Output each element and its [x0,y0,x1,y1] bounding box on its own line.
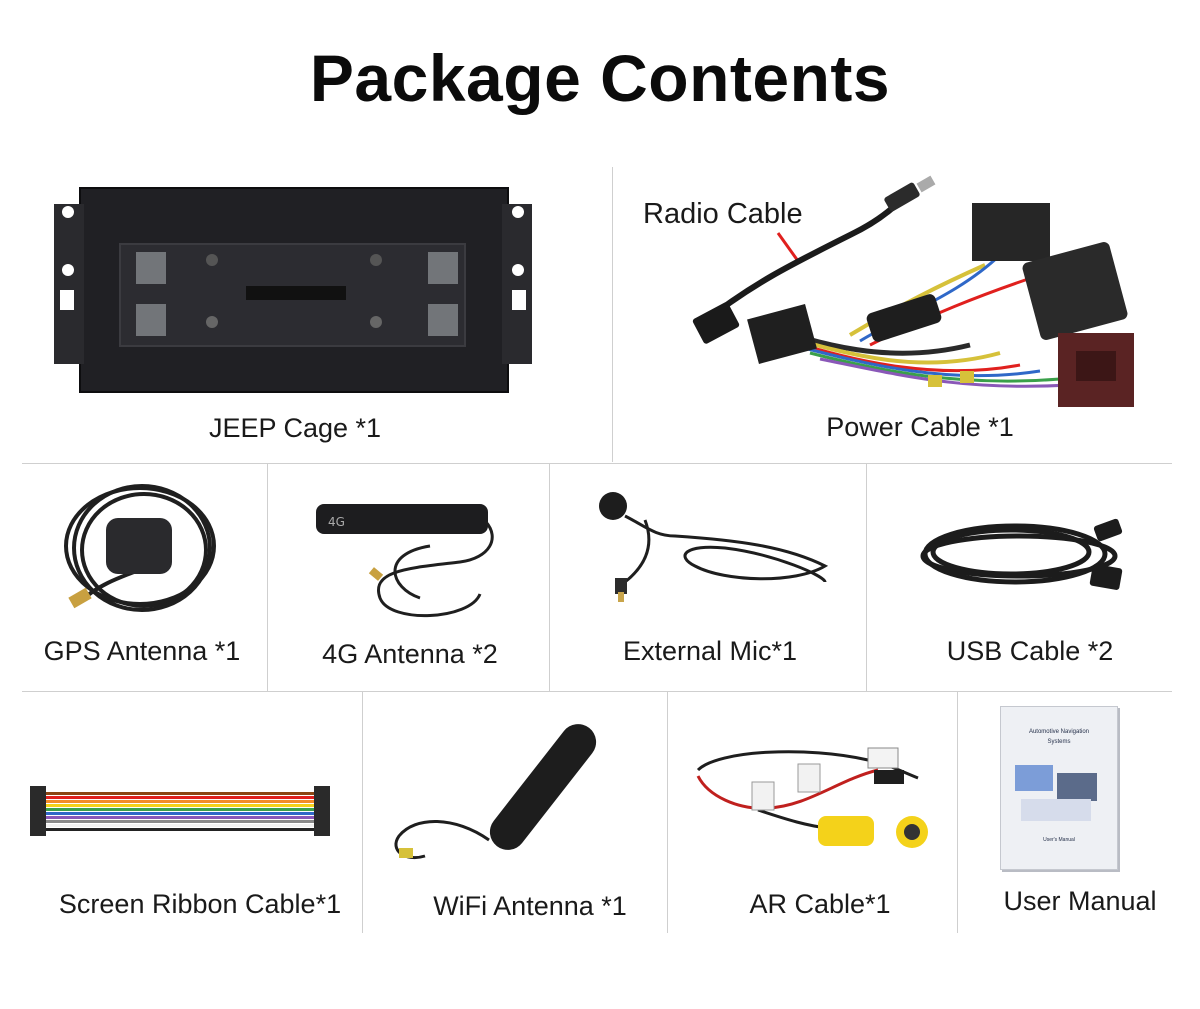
jeep-cage-label: JEEP Cage *1 [208,413,382,443]
usb-cable-label: USB Cable *2 [946,636,1114,666]
divider [612,167,613,462]
power-cable-label: Power Cable *1 [826,412,1014,442]
user-manual-label: User Manual [1003,886,1157,916]
divider [22,463,1172,464]
screen-ribbon-cable-image [30,780,330,840]
divider [267,463,268,691]
screen-ribbon-cable-label: Screen Ribbon Cable*1 [58,889,342,919]
external-mic-label: External Mic*1 [622,636,798,666]
divider [957,691,958,933]
radio-cable-callout: Radio Cable [643,198,803,230]
gps-antenna-image [60,482,220,622]
divider [866,463,867,691]
wifi-antenna-label: WiFi Antenna *1 [433,891,627,921]
4g-antenna-label: 4G Antenna *2 [322,639,498,669]
4g-antenna-image: 4G [310,498,510,628]
external-mic-image [585,486,845,606]
manual-title-1: Automotive Navigation [1028,729,1090,735]
power-cable-image [640,175,1160,420]
user-manual-image: Automotive Navigation Systems User's Man… [1000,706,1118,870]
divider [549,463,550,691]
manual-footer: User's Manual [1043,837,1075,843]
ar-cable-label: AR Cable*1 [749,889,891,919]
jeep-cage-image [50,186,535,396]
ar-cable-image [688,740,948,860]
divider [667,691,668,933]
gps-antenna-label: GPS Antenna *1 [43,636,241,666]
wifi-antenna-image [385,716,635,876]
divider [362,691,363,933]
page-title: Package Contents [309,41,891,115]
divider [22,691,1172,692]
usb-cable-image [915,508,1135,598]
4g-antenna-text: 4G [328,515,345,529]
manual-title-2: Systems [1047,739,1071,745]
